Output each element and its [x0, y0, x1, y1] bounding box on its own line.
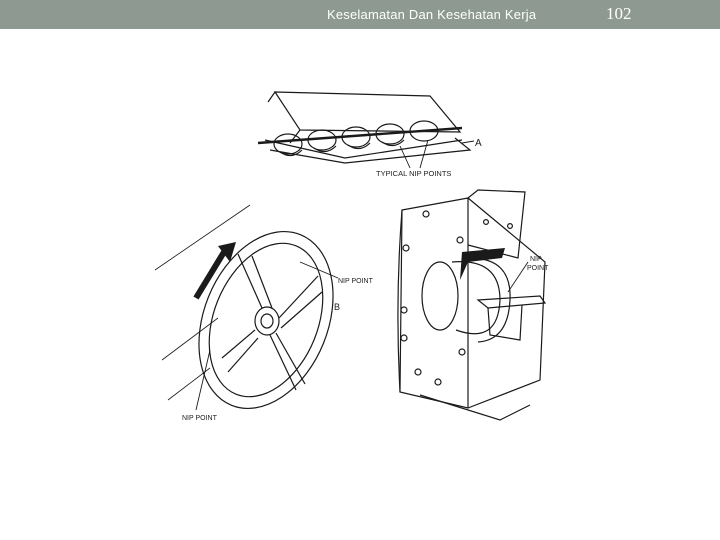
handwheel-drawing — [154, 204, 339, 411]
header-title: Keselamatan Dan Kesehatan Kerja — [327, 7, 537, 22]
grinder-nip-zone — [460, 248, 505, 280]
grinder-nip-label-line2: POINT — [527, 265, 549, 272]
handwheel-nip-point-label: NIP POINT — [338, 278, 374, 285]
handwheel-bottom-nip-point-label: NIP POINT — [182, 415, 218, 422]
screw-conveyor-drawing — [257, 91, 475, 169]
rotation-arrow-icon — [193, 242, 236, 300]
page-number: 102 — [606, 4, 632, 23]
figure-label-a: A — [475, 138, 482, 149]
grinder-nip-label-line1: NIP — [530, 256, 542, 263]
figure-label-b: B — [334, 302, 340, 312]
bench-grinder-drawing — [397, 189, 547, 421]
typical-nip-points-label: TYPICAL NIP POINTS — [376, 169, 451, 178]
header-bar: Keselamatan Dan Kesehatan Kerja 102 — [0, 0, 720, 29]
